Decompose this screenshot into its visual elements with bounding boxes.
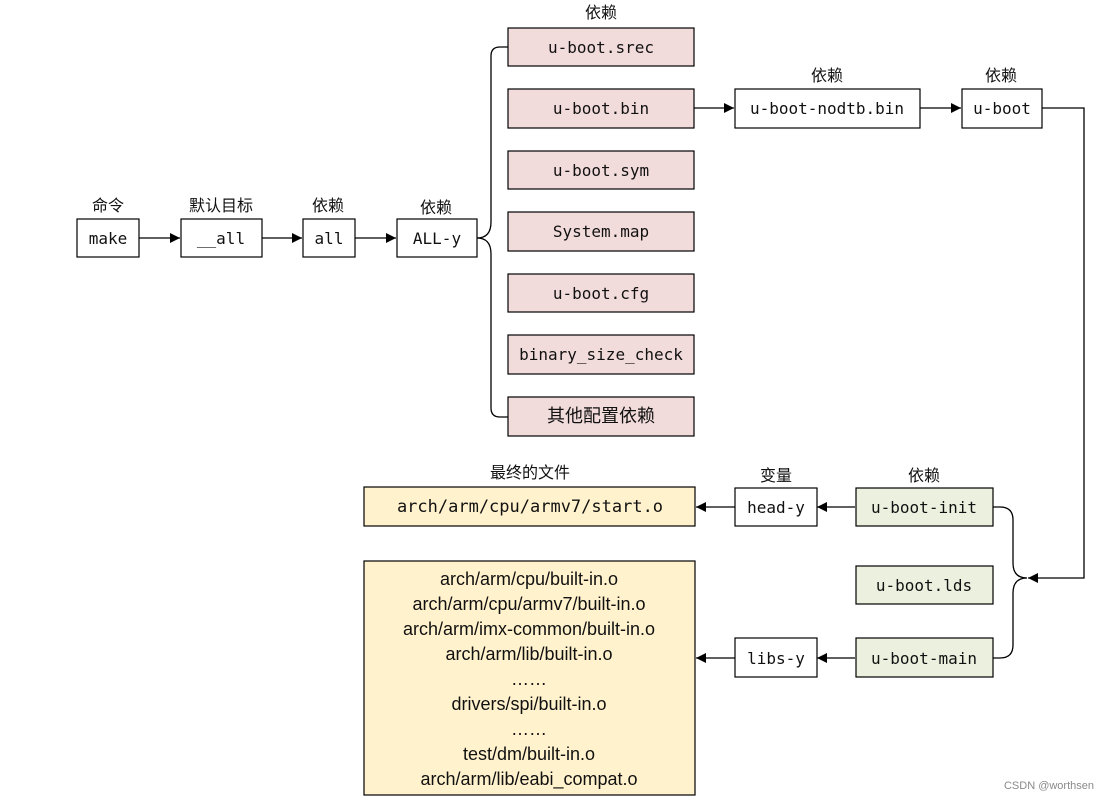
node-srec: u-boot.srec xyxy=(507,27,695,67)
label-default-target: 默认目标 xyxy=(189,196,253,215)
node-start-o-text: arch/arm/cpu/armv7/start.o xyxy=(397,497,663,517)
node-uboot-init-text: u-boot-init xyxy=(871,498,977,517)
node-head-y: head-y xyxy=(734,487,818,527)
node-uboot-main: u-boot-main xyxy=(855,637,994,678)
libs-object-item: arch/arm/imx-common/built-in.o xyxy=(403,619,655,639)
label-dep-top: 依赖 xyxy=(585,3,617,22)
node-start-o: arch/arm/cpu/armv7/start.o xyxy=(363,486,696,527)
libs-object-item: arch/arm/cpu/armv7/built-in.o xyxy=(412,594,645,614)
node-cfg-text: u-boot.cfg xyxy=(553,284,649,303)
node-all-text: all xyxy=(315,229,344,248)
label-variable: 变量 xyxy=(760,466,792,485)
label-dep-nodtb: 依赖 xyxy=(811,66,843,85)
node-system-map-text: System.map xyxy=(553,222,649,241)
label-final-file: 最终的文件 xyxy=(490,463,570,482)
node-all-y: ALL-y xyxy=(396,218,478,258)
libs-object-item: test/dm/built-in.o xyxy=(463,744,595,764)
node-system-map: System.map xyxy=(507,211,695,252)
libs-object-item: …… xyxy=(511,719,547,739)
label-dep-all: 依赖 xyxy=(312,196,344,215)
node-head-y-text: head-y xyxy=(747,498,805,517)
node-size-check: binary_size_check xyxy=(507,334,695,375)
node-libs-y-text: libs-y xyxy=(747,649,805,668)
node-nodtb-bin: u-boot-nodtb.bin xyxy=(734,88,921,129)
bracket-uboot-parts xyxy=(993,506,1028,659)
libs-object-list: arch/arm/cpu/built-in.o arch/arm/cpu/armv… xyxy=(403,569,655,790)
node-libs-y: libs-y xyxy=(734,637,818,678)
node-sym-text: u-boot.sym xyxy=(553,161,649,180)
node-cfg: u-boot.cfg xyxy=(507,273,695,313)
node-make: make xyxy=(76,218,140,258)
node-libs-objects: arch/arm/cpu/built-in.o arch/arm/cpu/armv… xyxy=(363,560,696,796)
libs-object-item: drivers/spi/built-in.o xyxy=(451,694,606,714)
node-all: all xyxy=(302,218,356,258)
node-all-default: __all xyxy=(180,218,263,258)
node-uboot-text: u-boot xyxy=(973,99,1031,118)
label-dep-all-y: 依赖 xyxy=(420,198,452,217)
arrow-uboot-to-bracket xyxy=(1028,107,1085,583)
node-uboot-lds-text: u-boot.lds xyxy=(876,576,972,595)
node-bin-text: u-boot.bin xyxy=(553,99,649,118)
node-srec-text: u-boot.srec xyxy=(548,38,654,57)
node-size-check-text: binary_size_check xyxy=(519,345,683,364)
node-uboot-init: u-boot-init xyxy=(855,487,994,527)
node-bin: u-boot.bin xyxy=(507,88,695,129)
node-nodtb-bin-text: u-boot-nodtb.bin xyxy=(750,99,904,118)
node-uboot-main-text: u-boot-main xyxy=(871,649,977,668)
libs-object-item: …… xyxy=(511,669,547,689)
bracket-all-y-deps xyxy=(476,46,508,418)
node-all-default-text: __all xyxy=(197,229,245,248)
libs-object-item: arch/arm/lib/built-in.o xyxy=(445,644,612,664)
node-make-text: make xyxy=(89,229,128,248)
node-all-y-text: ALL-y xyxy=(413,229,462,248)
node-uboot-lds: u-boot.lds xyxy=(855,565,994,605)
node-other-deps-text: 其他配置依赖 xyxy=(547,406,655,427)
header-labels: 命令 默认目标 依赖 依赖 依赖 依赖 依赖 依赖 变量 最终的文件 xyxy=(92,3,1017,485)
label-command: 命令 xyxy=(92,196,124,215)
watermark: CSDN @worthsen xyxy=(1004,780,1094,792)
libs-object-item: arch/arm/lib/eabi_compat.o xyxy=(420,769,637,790)
label-dep-uboot: 依赖 xyxy=(985,66,1017,85)
node-sym: u-boot.sym xyxy=(507,150,695,190)
node-uboot: u-boot xyxy=(961,88,1043,129)
label-dep-init: 依赖 xyxy=(908,466,940,485)
libs-object-item: arch/arm/cpu/built-in.o xyxy=(440,569,618,589)
node-other-deps: 其他配置依赖 xyxy=(507,396,695,437)
